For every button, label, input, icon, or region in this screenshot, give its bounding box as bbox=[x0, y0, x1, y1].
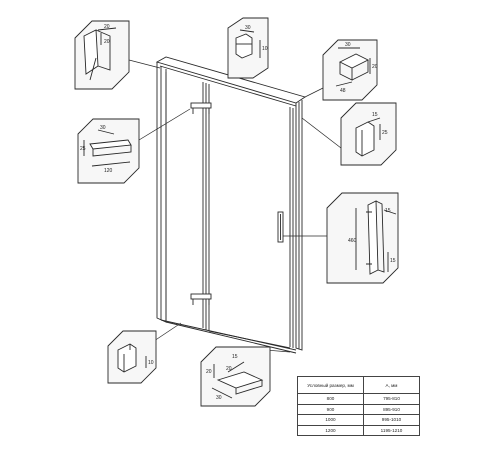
table-row: 1000 995-1010 bbox=[297, 414, 420, 426]
dim-label: 15 bbox=[390, 258, 396, 264]
table-cell-range: 795-810 bbox=[363, 393, 420, 405]
door-leaf bbox=[205, 83, 294, 349]
callout-top-right-bracket bbox=[322, 39, 378, 101]
table-cell-range: 1195-1210 bbox=[363, 424, 420, 436]
table-header-size: Условный размер, мм bbox=[297, 376, 364, 394]
door-handle bbox=[277, 211, 284, 243]
dim-label: 15 bbox=[372, 112, 378, 118]
dim-label: 15 bbox=[385, 208, 391, 214]
dim-label: 120 bbox=[104, 168, 113, 174]
dim-label: 460 bbox=[348, 238, 357, 244]
dim-label: 30 bbox=[245, 25, 251, 31]
table-cell-size: 1000 bbox=[297, 414, 364, 426]
table-cell-size: 1200 bbox=[297, 424, 364, 436]
table-cell-range: 895-910 bbox=[363, 403, 420, 415]
dim-label: 30 bbox=[100, 125, 106, 131]
table-cell-range: 995-1010 bbox=[363, 414, 420, 426]
dim-label: 15 bbox=[232, 354, 238, 360]
door-frame bbox=[155, 56, 307, 354]
table-row: 900 895-910 bbox=[297, 403, 420, 415]
table-cell-size: 800 bbox=[297, 393, 364, 405]
dim-label: 25 bbox=[382, 130, 388, 136]
table-header-row: Условный размер, мм А, мм bbox=[297, 376, 420, 394]
callout-bottom-left-profile bbox=[107, 330, 157, 384]
table-row: 800 795-810 bbox=[297, 393, 420, 405]
dim-label: 30 bbox=[345, 42, 351, 48]
callout-handle bbox=[326, 192, 399, 284]
dimension-labels: 20 20 30 10 30 20 48 30 25 120 15 25 15 … bbox=[80, 24, 396, 401]
dim-label: 20 bbox=[104, 39, 110, 45]
dim-label: 10 bbox=[262, 46, 268, 52]
callout-top-left-profile bbox=[74, 20, 130, 90]
dim-label: 20 bbox=[104, 24, 110, 30]
callout-mid-left-hinge bbox=[77, 118, 140, 184]
dim-label: 20 bbox=[372, 64, 378, 70]
callout-top-center-profile bbox=[227, 17, 269, 79]
dim-label: 25 bbox=[80, 146, 86, 152]
dim-label: 20 bbox=[226, 366, 232, 372]
callout-mid-right-profile bbox=[340, 102, 397, 166]
table-header-a: А, мм bbox=[363, 376, 420, 394]
dim-label: 20 bbox=[206, 369, 212, 375]
table-row: 1200 1195-1210 bbox=[297, 424, 420, 436]
dim-label: 48 bbox=[340, 88, 346, 94]
table-cell-size: 900 bbox=[297, 403, 364, 415]
dim-label: 30 bbox=[216, 395, 222, 401]
size-table: Условный размер, мм А, мм 800 795-810 90… bbox=[297, 376, 420, 436]
hinges bbox=[190, 102, 212, 305]
dim-label: 10 bbox=[148, 360, 154, 366]
callout-bottom-center-sill bbox=[200, 346, 271, 407]
